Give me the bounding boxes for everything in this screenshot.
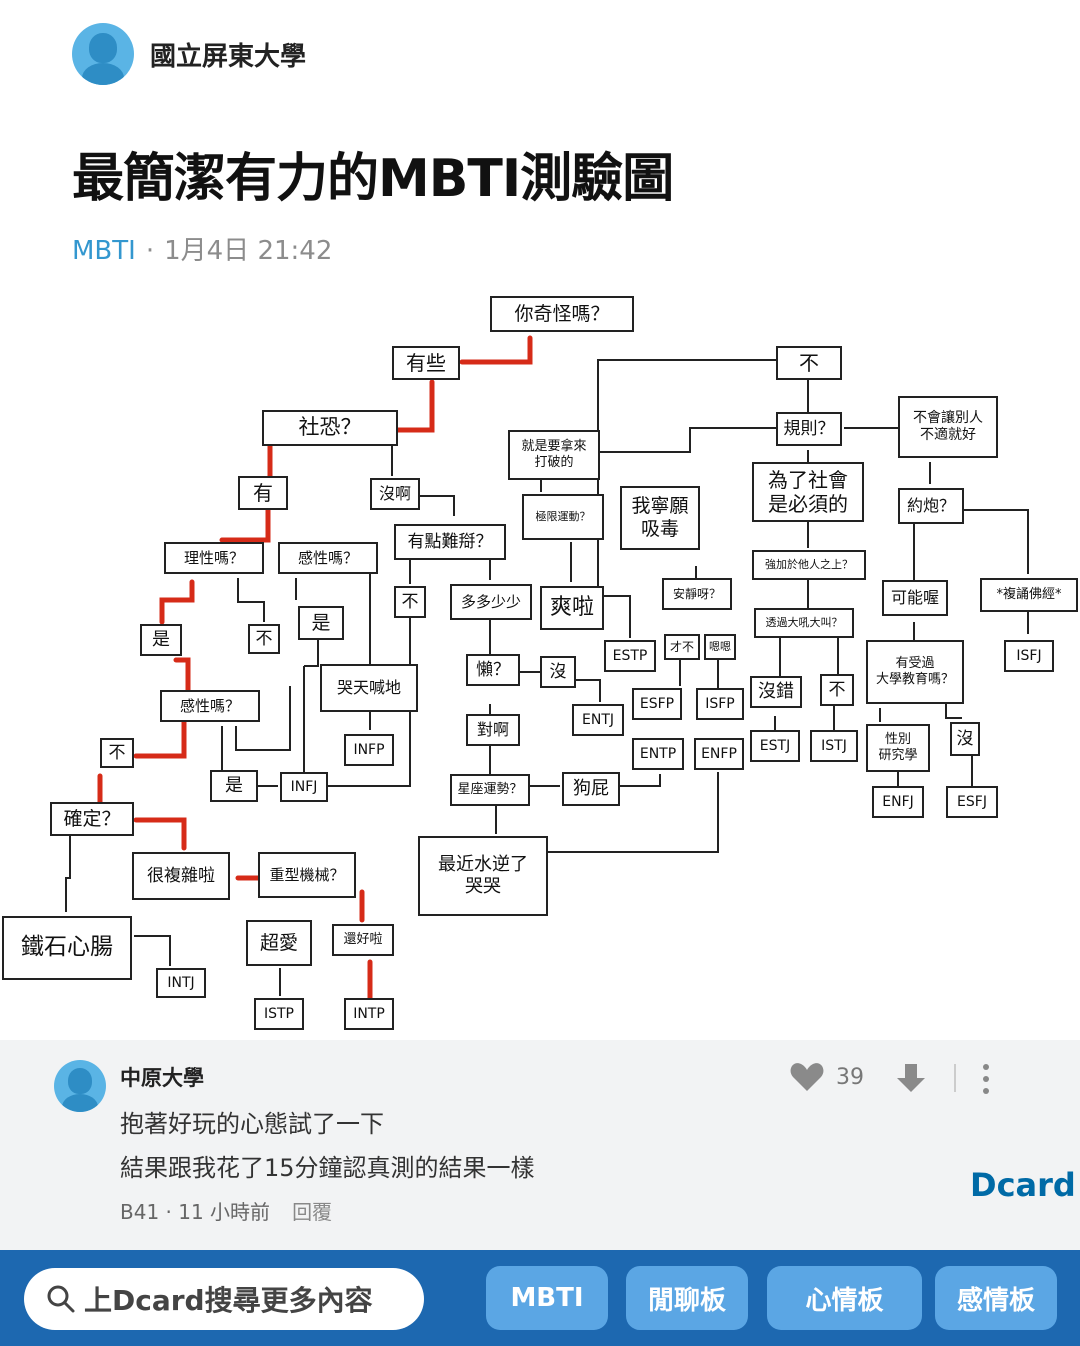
chip-relationship[interactable]: 感情板 [935, 1266, 1057, 1330]
author-avatar[interactable] [72, 23, 134, 85]
node-entp: ENTP [632, 738, 684, 770]
node-intp: INTP [344, 998, 394, 1030]
node-hurt: 不會讓別人 不適就好 [898, 396, 998, 458]
node-infj: INFJ [280, 772, 328, 802]
node-no-1: 不 [248, 624, 280, 654]
node-cry: 哭天喊地 [320, 664, 418, 712]
node-isfj: ISFJ [1004, 640, 1054, 672]
node-difficult: 有點難搿？ [394, 524, 506, 560]
search-bar[interactable]: 上Dcard搜尋更多內容 [24, 1268, 424, 1330]
node-rules: 規則？ [776, 412, 842, 446]
chip-mood[interactable]: 心情板 [767, 1266, 922, 1330]
search-icon [47, 1285, 75, 1313]
post-header: 國立屏東大學 [72, 22, 306, 86]
node-no-lazy: 沒 [540, 656, 576, 688]
node-yes-2: 是 [298, 606, 344, 640]
dcard-logo: Dcard [970, 1166, 1076, 1204]
node-mercury: 最近水逆了 哭哭 [418, 836, 548, 916]
node-edu: 有受過 大學教育嗎？ [866, 640, 964, 704]
node-society: 為了社會 是必須的 [752, 462, 864, 522]
node-social: 社恐？ [262, 410, 398, 446]
node-yes-3: 是 [210, 770, 258, 802]
search-text: 上Dcard搜尋更多內容 [84, 1284, 373, 1317]
post-title: 最簡潔有力的MBTI測驗圖 [72, 149, 674, 209]
node-break: 就是要拿來 打破的 [508, 430, 600, 480]
chip-chat[interactable]: 閒聊板 [626, 1266, 748, 1330]
post-meta: MBTI · 1月4日 21:42 [72, 230, 332, 267]
arrow-down-icon [897, 1064, 925, 1092]
like-button[interactable]: 39 [790, 1062, 864, 1092]
bottom-bar: 上Dcard搜尋更多內容 MBTI 閒聊板 心情板 感情板 [0, 1250, 1080, 1346]
node-right: 對啊 [466, 714, 520, 746]
node-esfj: ESFJ [946, 786, 998, 818]
node-bs: 狗屁 [562, 772, 620, 806]
node-extreme: 極限運動？ [522, 494, 604, 540]
comment-floor-time: B41 · 11 小時前 [120, 1200, 271, 1224]
node-emotional-2: 感性嗎？ [160, 690, 260, 722]
node-more-less: 多多少少 [450, 584, 532, 620]
node-complicated: 很複雜啦 [132, 852, 230, 900]
more-options-icon[interactable] [976, 1064, 996, 1094]
node-heavy: 重型機械？ [258, 852, 356, 898]
node-rather: 我寧願 吸毒 [620, 486, 700, 550]
commenter-avatar[interactable] [54, 1060, 106, 1112]
node-quiet: 安靜呀？ [662, 578, 732, 610]
node-yes-q: 嗯嗯 [704, 634, 736, 660]
node-impose: 強加於他人之上？ [752, 550, 866, 580]
comment-card: 中原大學 抱著好玩的心態試了一下 結果跟我花了15分鐘認真測的結果一樣 B41 … [0, 1040, 1080, 1250]
node-shout: 透過大吼大叫？ [754, 608, 854, 638]
node-yes-1: 是 [140, 624, 182, 656]
author-school: 國立屏東大學 [150, 41, 307, 72]
node-entj: ENTJ [572, 704, 624, 736]
node-okay: 還好啦 [332, 924, 394, 956]
post-date: 1月4日 21:42 [164, 236, 333, 266]
node-cool: 爽啦 [540, 586, 604, 630]
node-iron: 鐵石心腸 [2, 916, 132, 980]
node-intj: INTJ [156, 968, 206, 998]
like-count: 39 [836, 1064, 864, 1090]
node-esfp: ESFP [632, 688, 682, 720]
node-no-2: 不 [100, 738, 134, 768]
node-yes-social: 有 [238, 476, 288, 510]
heart-icon [790, 1063, 824, 1091]
node-istp: ISTP [254, 998, 304, 1030]
reply-button[interactable]: 回覆 [292, 1200, 333, 1224]
action-divider [954, 1064, 956, 1092]
node-no-top: 不 [776, 346, 842, 380]
board-link[interactable]: MBTI [72, 236, 136, 266]
dislike-button[interactable] [895, 1062, 927, 1098]
node-no-5: 沒 [950, 722, 980, 756]
node-some: 有些 [392, 346, 460, 380]
meta-separator: · [145, 236, 155, 266]
node-horoscope: 星座運勢？ [450, 774, 530, 806]
node-chant: *複誦佛經* [980, 578, 1078, 612]
node-gender: 性別 研究學 [866, 724, 930, 772]
mbti-flowchart-image: 你奇怪嗎？ 有些 不 社恐？ 有 沒啊 理性嗎？ 感性嗎？ 是 不 是 感性嗎？… [0, 290, 1080, 1040]
node-not: 才不 [664, 634, 700, 660]
chip-mbti[interactable]: MBTI [486, 1266, 608, 1330]
node-no-social: 沒啊 [370, 478, 420, 510]
comment-line-2: 結果跟我花了15分鐘認真測的結果一樣 [120, 1154, 535, 1182]
node-emotional-1: 感性嗎？ [278, 542, 378, 574]
node-correct: 沒錯 [750, 676, 802, 708]
node-maybe: 可能喔 [882, 580, 948, 616]
comment-meta: B41 · 11 小時前回覆 [120, 1196, 332, 1225]
node-estp: ESTP [604, 640, 656, 672]
node-lazy: 懶？ [466, 654, 520, 686]
node-infp: INFP [344, 734, 394, 766]
node-q-weird: 你奇怪嗎？ [490, 296, 634, 332]
node-istj: ISTJ [810, 730, 858, 762]
node-love: 超愛 [246, 920, 312, 966]
node-sure: 確定？ [50, 802, 134, 836]
node-no-4: 不 [820, 674, 854, 706]
node-estj: ESTJ [750, 730, 800, 762]
node-isfp: ISFP [696, 688, 744, 720]
node-date-q: 約炮？ [898, 488, 964, 524]
node-enfp: ENFP [694, 738, 744, 770]
node-enfj: ENFJ [872, 786, 924, 818]
node-no-3: 不 [394, 586, 426, 618]
comment-line-1: 抱著好玩的心態試了一下 [120, 1110, 384, 1138]
commenter-school: 中原大學 [120, 1066, 204, 1090]
node-rational: 理性嗎？ [164, 542, 264, 574]
